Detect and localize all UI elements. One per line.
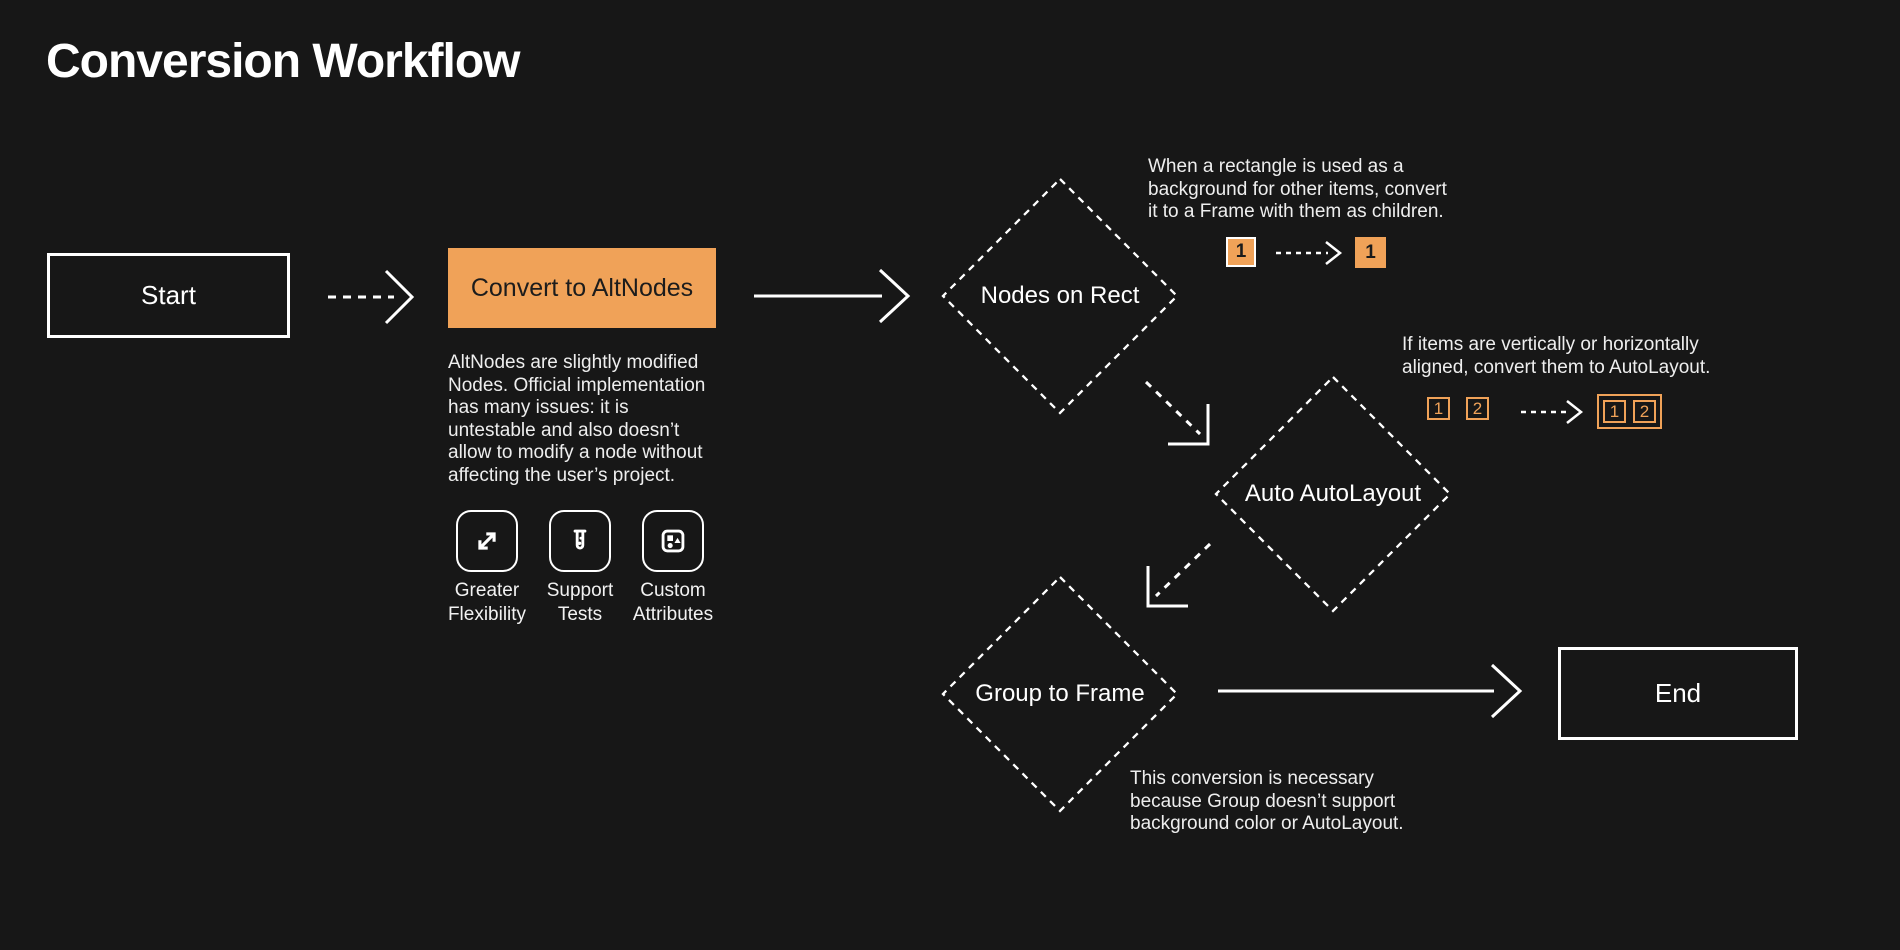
auto-autolayout-label: Auto AutoLayout <box>1244 480 1422 507</box>
annotation-nodes-on-rect: When a rectangle is used as a background… <box>1148 156 1447 222</box>
flow-node-group-to-frame: Group to Frame <box>935 569 1185 819</box>
mini-rect-to-frame-arrow-icon <box>1276 241 1343 265</box>
page-title: Conversion Workflow <box>46 35 520 88</box>
diamond-outline <box>941 177 1179 415</box>
mini-autolayout-container: 1 2 <box>1597 394 1662 429</box>
convert-label: Convert to AltNodes <box>470 273 694 302</box>
flow-node-end: End <box>1558 647 1798 740</box>
feature-label-greater-flexibility: Greater Flexibility <box>447 580 527 625</box>
feature-custom-attributes <box>642 510 704 572</box>
mini-autolayout-item-1-square: 1 <box>1603 400 1626 423</box>
mini-rect-before-square: 1 <box>1226 237 1256 267</box>
mini-autolayout-arrow-icon <box>1521 400 1584 424</box>
arrow-nodes-on-rect-to-auto-autolayout-icon <box>1144 380 1210 446</box>
flow-node-convert-to-altnodes: Convert to AltNodes <box>448 248 716 328</box>
test-tube-icon <box>573 529 587 550</box>
feature-label-support-tests: Support Tests <box>546 580 614 625</box>
altnodes-description: AltNodes are slightly modified Nodes. Of… <box>448 352 706 486</box>
annotation-auto-autolayout: If items are vertically or horizontally … <box>1402 334 1711 378</box>
feature-label-custom-attributes: Custom Attributes <box>632 580 714 625</box>
arrow-convert-to-nodes-on-rect-icon <box>754 268 911 324</box>
mini-frame-after-square: 1 <box>1355 237 1386 268</box>
flow-node-nodes-on-rect: Nodes on Rect <box>935 171 1185 421</box>
feature-greater-flexibility <box>456 510 518 572</box>
arrow-group-to-frame-to-end-icon <box>1218 663 1523 719</box>
shapes-icon <box>661 529 685 553</box>
diamond-outline <box>941 575 1179 813</box>
end-label: End <box>1654 678 1702 708</box>
mini-autolayout-item-2-square: 2 <box>1633 400 1656 423</box>
mini-item-1-square: 1 <box>1427 397 1450 420</box>
group-to-frame-label: Group to Frame <box>975 680 1145 707</box>
flow-node-auto-autolayout: Auto AutoLayout <box>1208 369 1458 619</box>
nodes-on-rect-label: Nodes on Rect <box>980 282 1140 309</box>
arrow-auto-autolayout-to-group-to-frame-icon <box>1146 542 1212 608</box>
mini-item-2-square: 2 <box>1466 397 1489 420</box>
feature-support-tests <box>549 510 611 572</box>
annotation-group-to-frame: This conversion is necessary because Gro… <box>1130 768 1404 834</box>
expand-icon <box>478 532 496 550</box>
start-label: Start <box>141 280 196 310</box>
arrow-start-to-convert-icon <box>328 269 415 325</box>
flow-node-start: Start <box>47 253 290 338</box>
diamond-outline <box>1214 375 1452 613</box>
